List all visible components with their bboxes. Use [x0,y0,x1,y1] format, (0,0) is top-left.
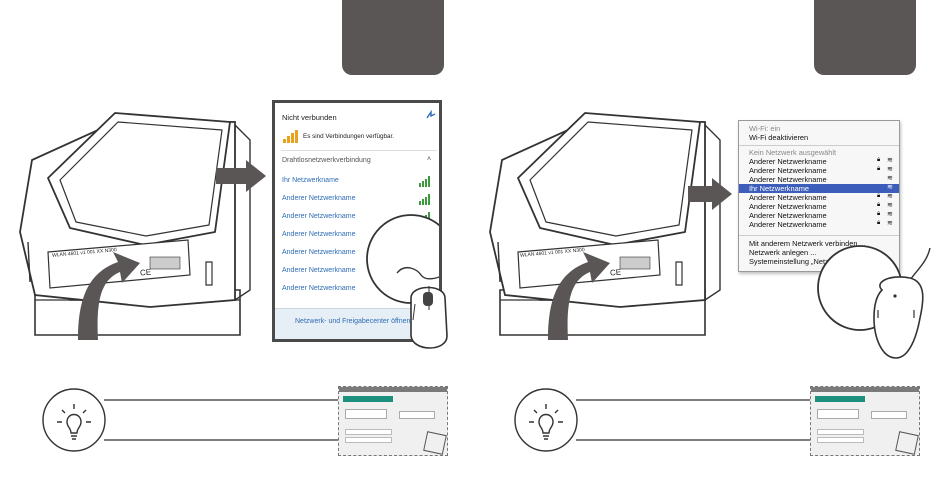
network-item[interactable]: Anderer Netzwerkname [282,195,356,202]
hint-bar-left [42,388,342,452]
ce-mark-right: CE [609,267,622,278]
step-tab-right [814,0,916,75]
lock-icon: 🔒︎ [877,157,881,163]
screen-thumbnail-right [810,386,920,456]
wifi-icon: ≋ [887,175,893,182]
network-item-own[interactable]: Ihr Netzwerkname [282,177,339,184]
no-network-text: Kein Netzwerk ausgewählt [749,148,837,157]
menu-divider [739,235,899,236]
zoom-lens [366,214,439,304]
wifi-icon: ≋ [887,211,893,218]
wifi-signal-icon [419,194,430,205]
network-item[interactable]: Anderer Netzwerkname [282,213,356,220]
network-item[interactable]: Anderer Netzwerkname [749,202,827,211]
device-illustration-right [489,112,732,340]
mouse-illustration-left [410,286,448,349]
network-item[interactable]: Anderer Netzwerkname [282,249,356,256]
network-item[interactable]: Anderer Netzwerkname [282,231,356,238]
network-item[interactable]: Anderer Netzwerkname [749,175,827,184]
wifi-icon: ≋ [887,193,893,200]
network-item[interactable]: Anderer Netzwerkname [749,211,827,220]
network-item[interactable]: Anderer Netzwerkname [749,157,827,166]
network-item[interactable]: Anderer Netzwerkname [282,267,356,274]
refresh-icon[interactable] [425,110,437,122]
wifi-icon: ≋ [887,202,893,209]
hint-bar-right [514,388,814,452]
wifi-icon: ≋ [887,166,893,173]
lock-icon: 🔒︎ [877,166,881,172]
network-item[interactable]: Anderer Netzwerkname [749,193,827,202]
step-tab-left [342,0,444,75]
lock-icon: 🔒︎ [877,202,881,208]
wifi-icon: ≋ [887,184,893,191]
network-preferences-item[interactable]: Systemeinstellung „Netzwerk“ öffnen ... [749,257,878,266]
signal-bars-icon [283,130,298,143]
wifi-toggle-item[interactable]: Wi-Fi deaktivieren [749,133,809,142]
wireless-section-header: Drahtlosnetzwerkverbindung [282,157,371,164]
lightbulb-icon [529,404,563,440]
divider [281,150,437,151]
selected-row-highlight [739,184,899,193]
network-item-own[interactable]: Ihr Netzwerkname [749,184,809,193]
mac-wifi-menu: Wi-Fi: ein Wi-Fi deaktivieren Kein Netzw… [738,120,900,272]
wifi-status-text: Wi-Fi: ein [749,124,781,133]
network-item[interactable]: Anderer Netzwerkname [749,220,827,229]
zoom-lens-right [817,245,931,359]
wifi-signal-icon [419,176,430,187]
connections-available-text: Es sind Verbindungen verfügbar. [303,133,395,140]
network-item[interactable]: Anderer Netzwerkname [749,166,827,175]
chevron-up-icon[interactable]: ˄ [427,156,432,163]
lock-icon: 🔒︎ [877,193,881,199]
join-other-network-item[interactable]: Mit anderem Netzwerk verbinden ... [749,239,866,248]
open-network-center-link[interactable]: Netzwerk- und Freigabecenter öffnen [295,318,411,325]
lock-icon: 🔒︎ [877,220,881,226]
device-illustration-left [19,112,266,340]
lightbulb-icon [57,404,91,440]
network-item[interactable]: Anderer Netzwerkname [282,285,356,292]
wifi-icon: ≋ [887,157,893,164]
lock-icon: 🔒︎ [877,211,881,217]
wifi-icon: ≋ [887,220,893,227]
menu-divider [739,145,899,146]
connection-status-title: Nicht verbunden [282,113,337,122]
ce-mark-left: CE [139,267,152,278]
screen-thumbnail-left [338,386,448,456]
create-network-item[interactable]: Netzwerk anlegen ... [749,248,817,257]
